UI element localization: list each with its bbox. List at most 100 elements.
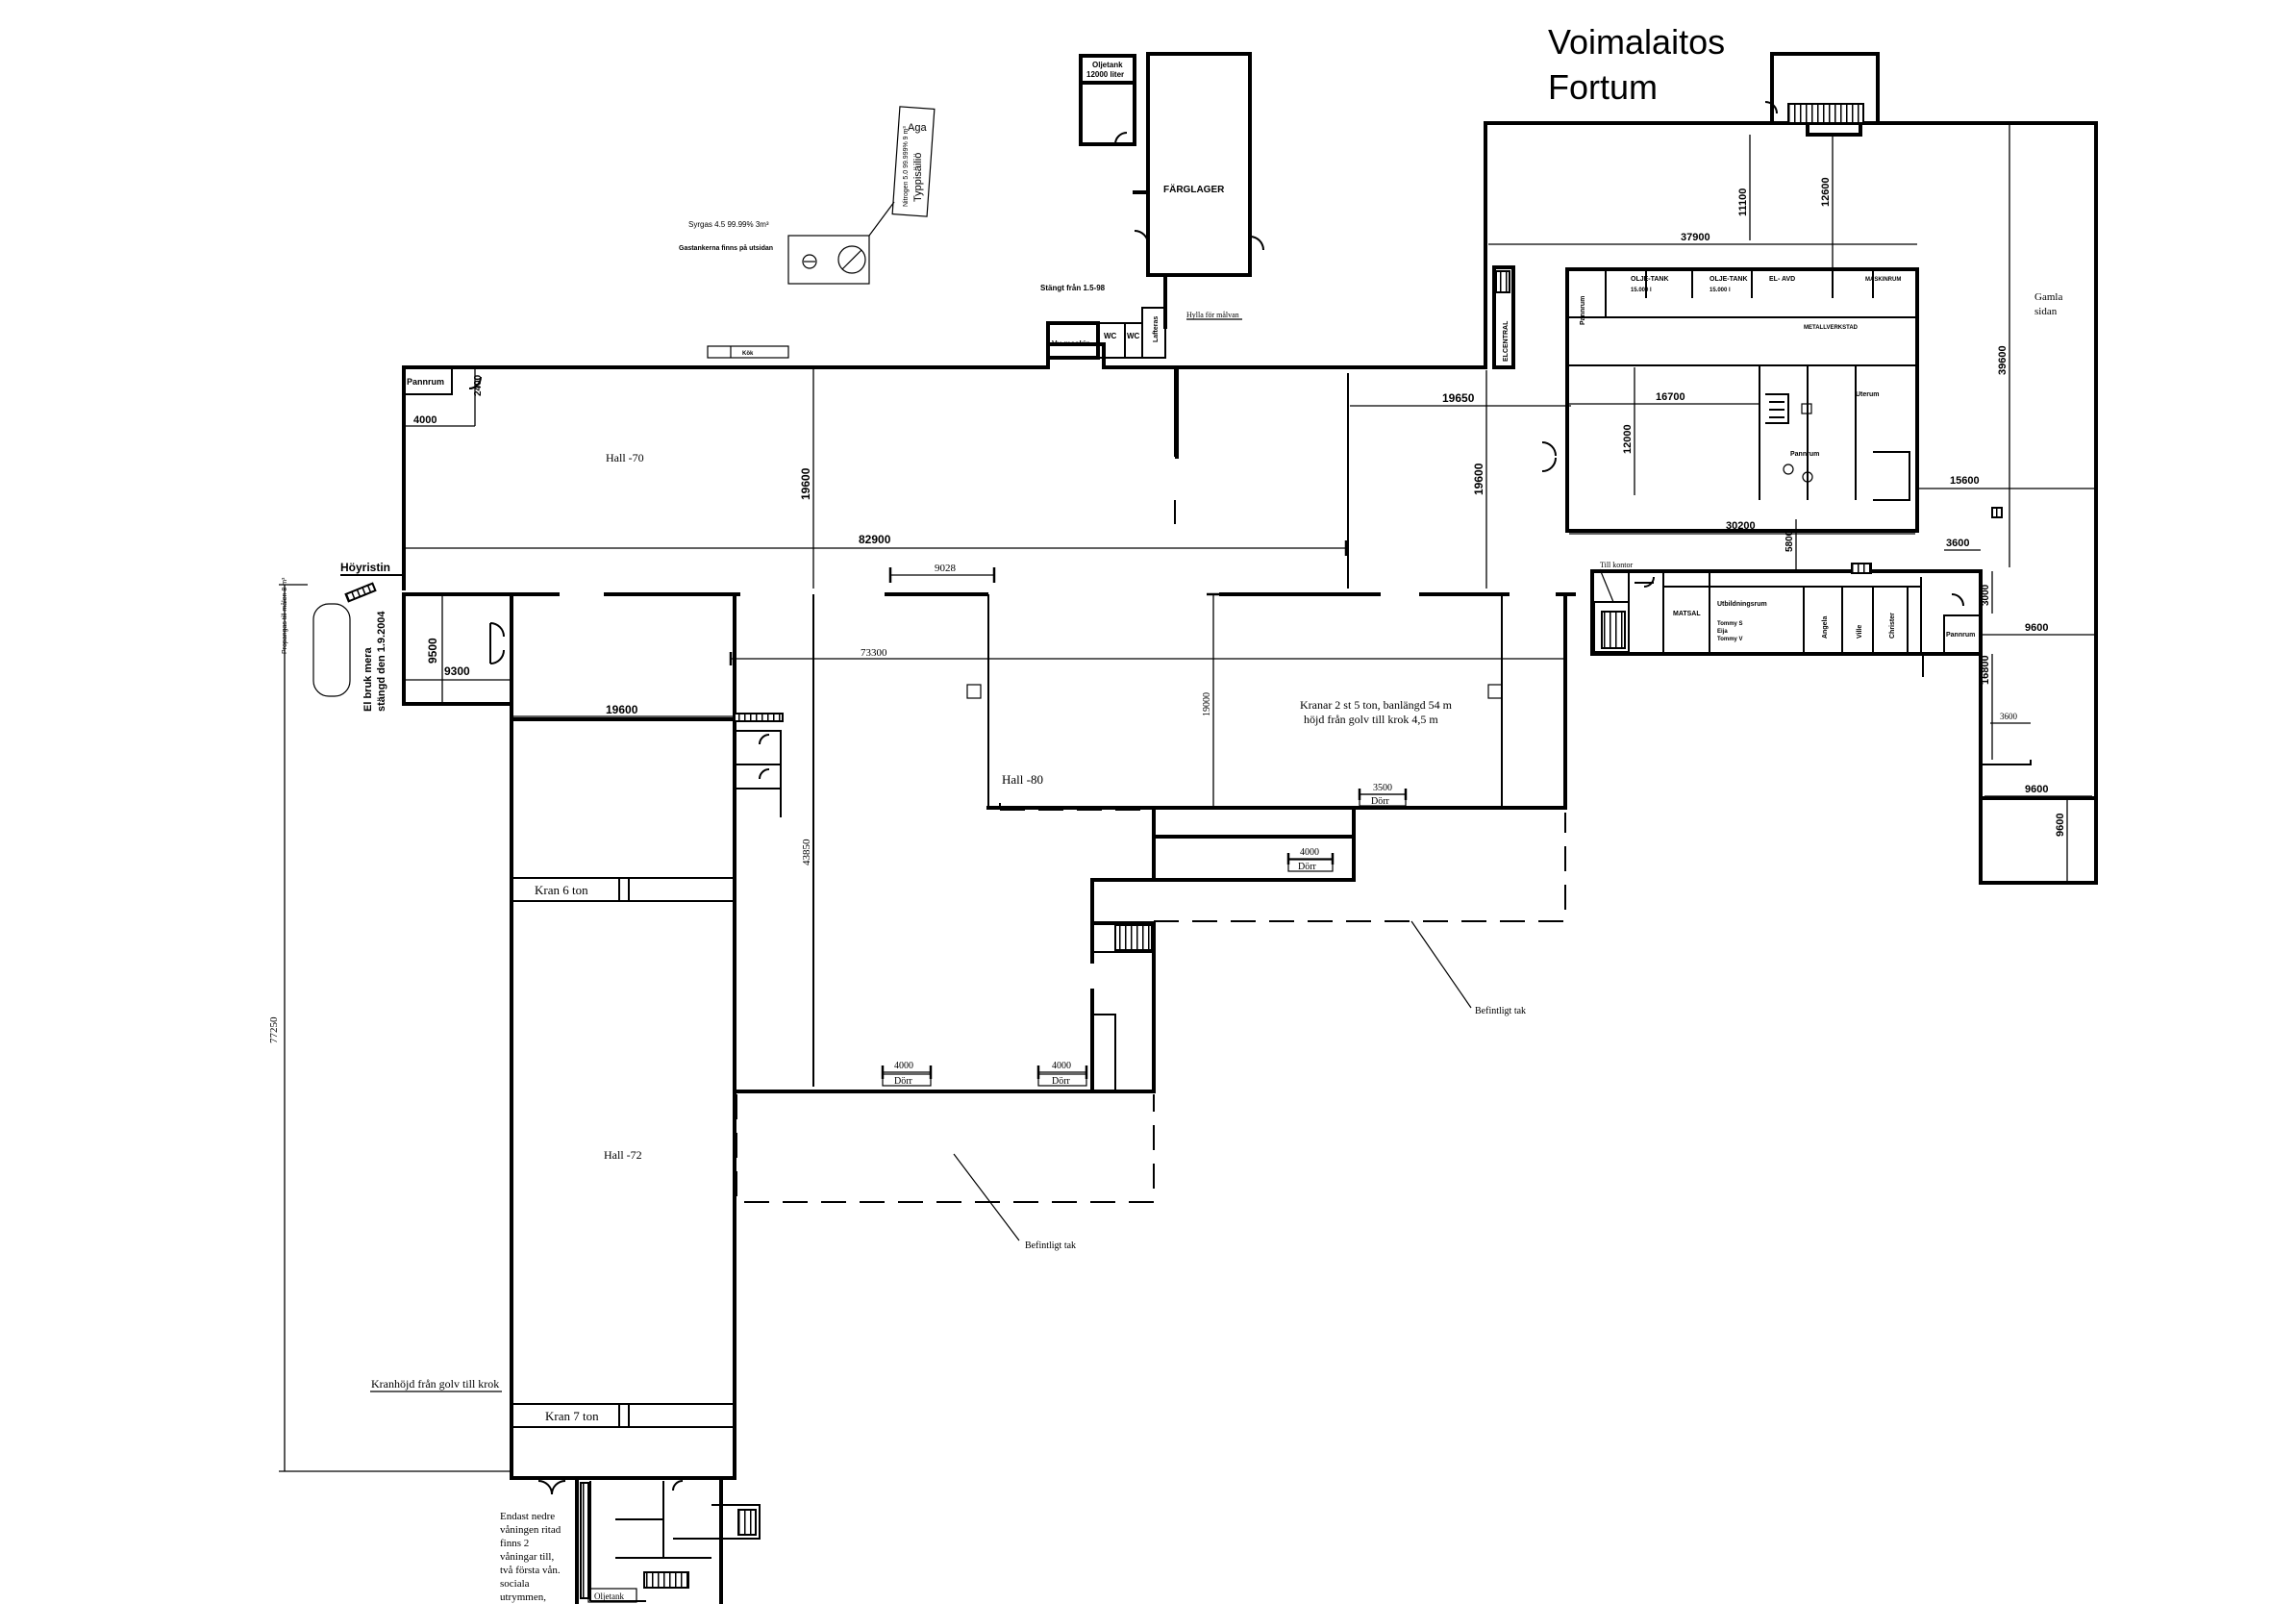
pannrum-label: Pannrum <box>407 377 444 387</box>
dim-19000: 19000 <box>1202 692 1212 716</box>
pannrum-corridor: Pannrum <box>1946 632 1975 639</box>
west-annex: 9300 9500 <box>402 592 513 706</box>
endast-line-1: Endast nedre <box>500 1511 555 1522</box>
kran-7-label: Kran 7 ton <box>545 1409 599 1423</box>
dim-3600-b: 3600 <box>2000 712 2018 721</box>
gastankerna-label: Gastankerna finns på utsidan <box>679 244 773 252</box>
kranhojd-label: Kranhöjd från golv till krok <box>371 1377 499 1391</box>
hall-80-label: Hall -80 <box>1002 772 1043 787</box>
dim-9028: 9028 <box>935 563 957 574</box>
dim-15600: 15600 <box>1950 475 1980 487</box>
endast-line-6: sociala <box>500 1578 530 1590</box>
befintligt-tak-south: Befintligt tak <box>1025 1241 1076 1251</box>
dim-9500: 9500 <box>426 638 439 664</box>
dim-16800: 16800 <box>1980 655 1991 685</box>
dim-9600-c: 9600 <box>2055 814 2066 837</box>
dim-19600-spine: 19600 <box>606 703 638 716</box>
aga-label: Aga <box>908 122 927 134</box>
hall-70-dimensions: 82900 19600 19650 19600 4000 2400 9028 <box>402 369 1571 589</box>
eija-label: Eija <box>1717 629 1728 635</box>
olje-vol-b: 15.000 l <box>1710 288 1731 293</box>
existing-roof-outlines: Befintligt tak Befintligt tak <box>736 813 1566 1251</box>
angela-label: Angela <box>1822 616 1829 639</box>
dim-3600-top: 3600 <box>1946 538 1969 549</box>
dim-9600-a: 9600 <box>2025 622 2048 634</box>
south-utility-annex: Oljetank <box>537 1476 761 1604</box>
dim-2400: 2400 <box>473 374 484 396</box>
dim-16700: 16700 <box>1656 391 1685 403</box>
fargslager-label: FÄRGLAGER <box>1163 183 1225 195</box>
hall-72: 19600 Kran 6 ton Kran 7 ton Hall -72 Kra… <box>268 584 784 1480</box>
endast-line-7: utrymmen, <box>500 1591 546 1603</box>
dim-9600-b: 9600 <box>2025 784 2048 795</box>
endast-line-2: våningen ritad <box>500 1524 562 1536</box>
dim-73300: 73300 <box>861 647 887 659</box>
dim-19600-hall70: 19600 <box>799 467 812 500</box>
olje-vol-a: 15.000 l <box>1631 288 1652 293</box>
dim-4000-mid: 4000 <box>1300 847 1319 858</box>
dorr-south-1: Dörr <box>894 1076 913 1087</box>
christer-label: Christer <box>1889 613 1896 639</box>
dim-12600: 12600 <box>1820 177 1832 207</box>
dim-4000-south-2: 4000 <box>1052 1061 1071 1071</box>
dim-82900: 82900 <box>859 533 891 546</box>
lafteras-label: Lafteras <box>1153 316 1160 342</box>
metallverkstad-label: METALLVERKSTAD <box>1804 325 1859 331</box>
kranar-label-1: Kranar 2 st 5 ton, banlängd 54 m <box>1300 698 1453 712</box>
dim-39600: 39600 <box>1997 345 2009 375</box>
pannrum-office-2: Pannrum <box>1790 451 1819 458</box>
ville-label: Ville <box>1857 625 1863 639</box>
hall-70-label: Hall -70 <box>606 451 644 464</box>
dim-5800: 5800 <box>1784 530 1795 552</box>
north-buildings: Oljetank 12000 liter FÄRGLAGER Vv-maskin… <box>707 52 1264 459</box>
endast-note: Endast nedre våningen ritad finns 2 våni… <box>500 1511 562 1603</box>
gamla-label-2: sidan <box>2034 306 2058 317</box>
maskinrum-label: MASKINRUM <box>1865 277 1901 283</box>
east-office-block: Pannrum OLJE-TANK 15.000 l OLJE-TANK 15.… <box>1484 52 2098 885</box>
dim-11100: 11100 <box>1737 188 1749 216</box>
dim-3000: 3000 <box>1981 584 1991 606</box>
dim-4000-south-1: 4000 <box>894 1061 913 1071</box>
stangt-label: Stängt från 1.5-98 <box>1040 284 1106 292</box>
oljetank-top-label-2: 12000 liter <box>1086 70 1124 79</box>
kran-6-label: Kran 6 ton <box>535 883 588 897</box>
hall-80: Hall -80 Kranar 2 st 5 ton, banlängd 54 … <box>729 592 1567 882</box>
hoyristin-label: Höyristin <box>340 561 390 574</box>
el-avd-label: EL- AVD <box>1769 276 1795 283</box>
plan-title-line1: Voimalaitos <box>1548 22 1725 62</box>
hall-70: Pannrum Hall -70 <box>402 342 1576 596</box>
dim-19600-right: 19600 <box>1472 463 1485 495</box>
gasol-rack-label: Kök <box>742 351 754 357</box>
wc-1-label: WC <box>1104 332 1117 340</box>
dim-3500: 3500 <box>1373 783 1392 793</box>
tommy-v-label: Tommy V <box>1717 637 1743 642</box>
hylla-label: Hylla för målvan <box>1186 311 1239 319</box>
typpisailio-label: Typpisäiliö <box>912 153 924 202</box>
elcentral-label: ELCENTRAL <box>1503 320 1510 362</box>
dim-9300: 9300 <box>444 664 470 678</box>
kranar-label-2: höjd från golv till krok 4,5 m <box>1304 713 1438 726</box>
elbruk-label-1: El bruk mera <box>362 646 374 712</box>
uterum-label: Uterum <box>1856 391 1880 398</box>
endast-line-3: finns 2 <box>500 1538 529 1549</box>
middle-south-area: 43850 4000 Dörr 4000 Dörr <box>733 594 1156 1093</box>
hall-72-label: Hall -72 <box>604 1148 642 1162</box>
elbruk-label-2: stängd den 1.9.2004 <box>376 611 387 712</box>
dim-12000: 12000 <box>1622 424 1634 454</box>
syrgas-label: Syrgas 4.5 99.99% 3m³ <box>688 220 769 229</box>
gas-tanks: Aga Typpisäiliö Nitrogen 5.0 99.999% 9 m… <box>679 106 936 285</box>
dim-37900: 37900 <box>1681 232 1710 243</box>
oljetank-bottom-label: Oljetank <box>594 1591 624 1601</box>
vavmaskin-label: Vv-maskin <box>1052 339 1090 348</box>
dorr-4000-label: Dörr <box>1298 862 1317 872</box>
steam-boiler-area: Höyristin Propangas till målen 8 m³ El b… <box>281 561 402 712</box>
matsal-label: MATSAL <box>1673 611 1701 617</box>
oljetank-top-label-1: Oljetank <box>1092 61 1123 69</box>
endast-line-5: två första vån. <box>500 1565 561 1576</box>
dim-4000-top: 4000 <box>413 414 437 426</box>
befintligt-tak-east: Befintligt tak <box>1475 1006 1526 1016</box>
tommy-s-label: Tommy S <box>1717 621 1743 627</box>
endast-line-4: våningar till, <box>500 1551 554 1563</box>
pannrum-office: Pannrum <box>1580 296 1586 325</box>
